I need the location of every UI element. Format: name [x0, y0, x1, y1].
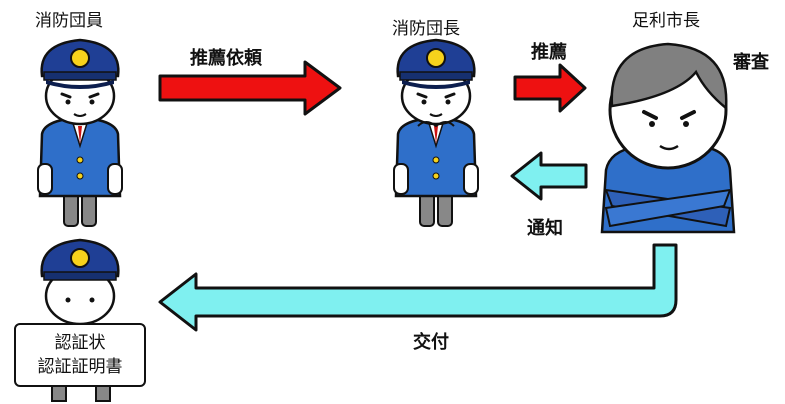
review-label: 審査 [733, 52, 769, 73]
recipient-figure [40, 238, 120, 402]
certificate-line2: 認証証明書 [37, 357, 123, 377]
issue-arrow [158, 243, 678, 332]
chief-figure [392, 38, 480, 228]
mayor-figure [600, 42, 736, 234]
member-label: 消防団員 [35, 11, 103, 31]
member-figure [36, 38, 124, 228]
certificate-line1: 認証状 [54, 333, 106, 353]
issue-label: 交付 [413, 332, 449, 353]
chief-label: 消防団長 [392, 19, 460, 39]
notify-label: 通知 [527, 218, 563, 239]
recommend-arrow [513, 63, 587, 113]
request-label: 推薦依頼 [190, 48, 262, 69]
certificate-sign: 認証状 認証証明書 [14, 323, 146, 387]
notify-arrow [510, 151, 588, 201]
recommend-label: 推薦 [531, 42, 567, 63]
mayor-label: 足利市長 [632, 11, 700, 31]
request-arrow [158, 60, 342, 116]
